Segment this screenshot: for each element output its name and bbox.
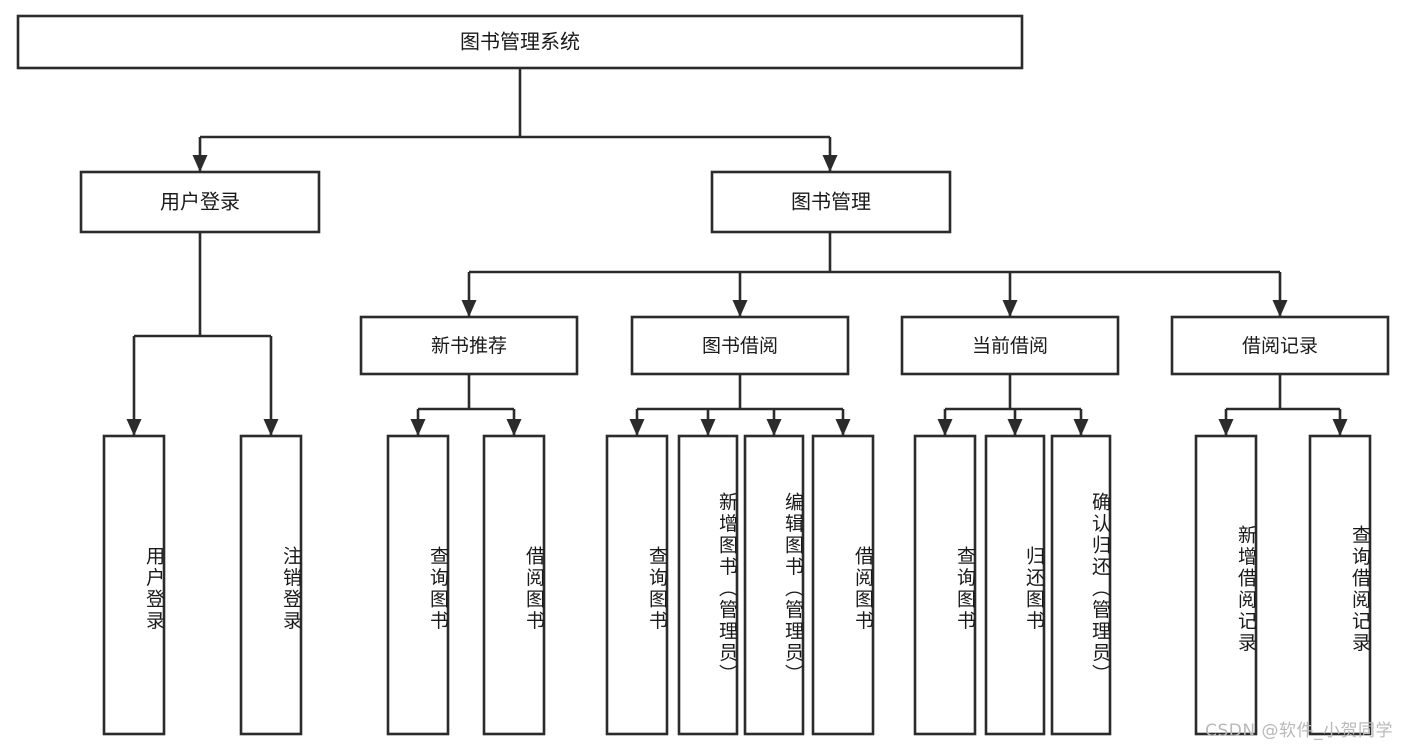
arrow-head-icon [835,419,851,436]
leaf-leaf-borrow-book-2[interactable] [811,434,875,736]
leaf-leaf-user-logout[interactable] [239,434,303,736]
arrow-head-icon [766,419,782,436]
arrow-head-icon [410,419,426,436]
arrow-head-icon [461,300,477,317]
node-l2-user-login[interactable] [79,170,321,234]
node-label-root: 图书管理系统 [460,30,580,54]
node-l3-borrow[interactable] [630,315,850,376]
node-label-l3-record: 借阅记录 [1242,335,1318,357]
leaf-leaf-add-book[interactable] [677,434,739,736]
node-label-l2-user-login: 用户登录 [160,190,240,214]
node-label-l2-book-manage: 图书管理 [791,190,871,214]
leaf-leaf-query-record[interactable] [1308,434,1372,736]
node-l3-new-book[interactable] [359,315,579,376]
leaf-leaf-borrow-book-1[interactable] [482,434,546,736]
leaf-leaf-confirm-return[interactable] [1050,434,1112,736]
node-label-l3-new-book: 新书推荐 [431,335,507,357]
arrow-head-icon [629,419,645,436]
node-root[interactable] [16,14,1024,70]
arrow-head-icon [192,155,208,172]
arrow-head-icon [263,419,279,436]
arrow-head-icon [1073,419,1089,436]
arrow-head-icon [822,155,838,172]
leaf-leaf-user-login[interactable] [102,434,166,736]
node-box-layer [16,14,1390,736]
watermark: CSDN @软件_小贺同学 [1205,721,1393,741]
arrow-head-icon [700,419,716,436]
arrow-head-icon [732,300,748,317]
leaf-leaf-query-book-1[interactable] [386,434,450,736]
arrow-head-icon [1218,419,1234,436]
arrow-head-icon [1002,300,1018,317]
leaf-leaf-add-record[interactable] [1194,434,1258,736]
arrow-head-icon [506,419,522,436]
leaf-leaf-query-book-3[interactable] [913,434,977,736]
leaf-leaf-return-book[interactable] [984,434,1046,736]
arrow-head-icon [1007,419,1023,436]
node-label-l3-current: 当前借阅 [972,335,1048,357]
arrow-head-icon [1272,300,1288,317]
arrow-head-icon [1332,419,1348,436]
leaf-leaf-query-book-2[interactable] [605,434,669,736]
node-l3-current[interactable] [900,315,1120,376]
node-l3-record[interactable] [1170,315,1390,376]
node-label-l3-borrow: 图书借阅 [702,335,778,357]
connector-layer [126,68,1348,436]
arrow-head-icon [126,419,142,436]
leaf-leaf-edit-book[interactable] [743,434,805,736]
arrow-head-icon [937,419,953,436]
node-l2-book-manage[interactable] [710,170,952,234]
